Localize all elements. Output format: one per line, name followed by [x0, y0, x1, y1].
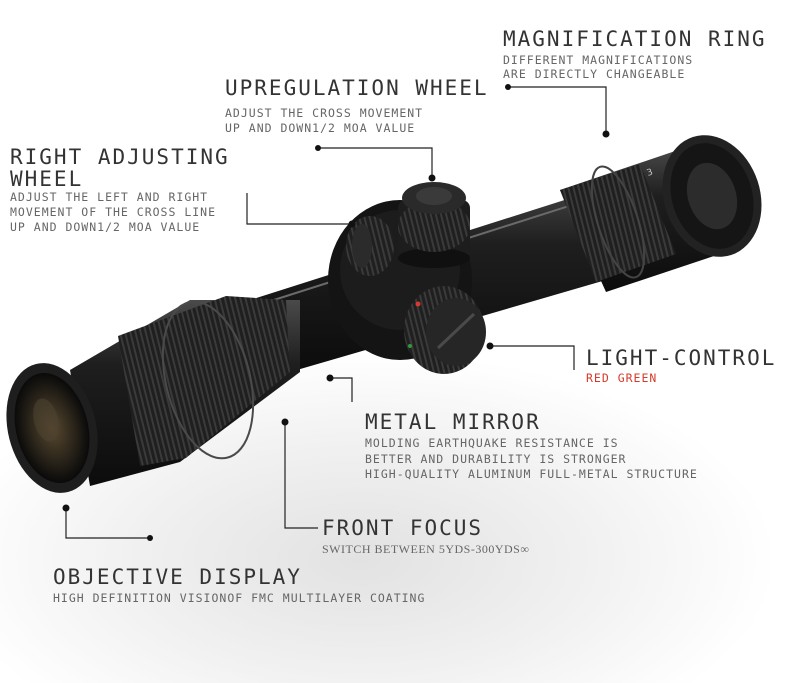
magnification-desc-1: DIFFERENT MAGNIFICATIONS	[503, 53, 694, 67]
leader-magnification	[508, 86, 607, 134]
leader-upregulation	[318, 147, 433, 178]
upregulation-title: UPREGULATION WHEEL	[225, 76, 489, 100]
right-adjusting-desc-2: MOVEMENT OF THE CROSS LINE	[10, 205, 217, 219]
right-adjusting-knob	[346, 216, 394, 276]
green-indicator-dot	[408, 344, 412, 348]
objective-sub: HIGH DEFINITION VISIONOF FMC MULTILAYER …	[53, 591, 426, 605]
leader-metal-mirror	[330, 377, 353, 402]
objective-bell	[70, 296, 300, 486]
light-control-sub: RED GREEN	[586, 371, 658, 385]
metal-mirror-title: METAL MIRROR	[365, 410, 541, 434]
right-adjusting-desc-3: UP AND DOWN1/2 MOA VALUE	[10, 220, 201, 234]
light-control-knob	[404, 286, 486, 374]
leader-objective	[65, 508, 150, 539]
magnification-desc-2: ARE DIRECTLY CHANGEABLE	[503, 67, 686, 81]
front-focus-sub: SWITCH BETWEEN 5YDS-300YDS∞	[322, 542, 530, 556]
red-indicator-dot	[415, 301, 421, 307]
metal-mirror-desc-1: MOLDING EARTHQUAKE RESISTANCE IS	[365, 436, 619, 450]
objective-lens	[6, 363, 98, 493]
front-focus-title: FRONT FOCUS	[322, 516, 484, 540]
metal-mirror-desc-3: HIGH-QUALITY ALUMINUM FULL-METAL STRUCTU…	[365, 467, 698, 481]
right-adjusting-desc-1: ADJUST THE LEFT AND RIGHT	[10, 190, 209, 204]
upregulation-turret	[398, 182, 470, 268]
leader-dots	[62, 84, 610, 541]
leader-front-focus	[284, 422, 318, 529]
magnification-ring: 3	[560, 164, 676, 282]
upregulation-desc-2: UP AND DOWN1/2 MOA VALUE	[225, 121, 416, 135]
objective-title: OBJECTIVE DISPLAY	[53, 565, 302, 589]
magnification-title: MAGNIFICATION RING	[503, 27, 767, 51]
light-control-title: LIGHT-CONTROL	[586, 346, 777, 370]
right-adjusting-title-1: RIGHT ADJUSTING	[10, 145, 230, 169]
leader-lines	[65, 86, 607, 539]
metal-mirror-desc-2: BETTER AND DURABILITY IS STRONGER	[365, 452, 627, 466]
svg-text:3: 3	[646, 167, 655, 178]
leader-right-adjusting	[246, 193, 352, 225]
upregulation-desc-1: ADJUST THE CROSS MOVEMENT	[225, 106, 424, 120]
leader-light-control	[490, 345, 575, 370]
right-adjusting-title-2: WHEEL	[10, 167, 84, 191]
